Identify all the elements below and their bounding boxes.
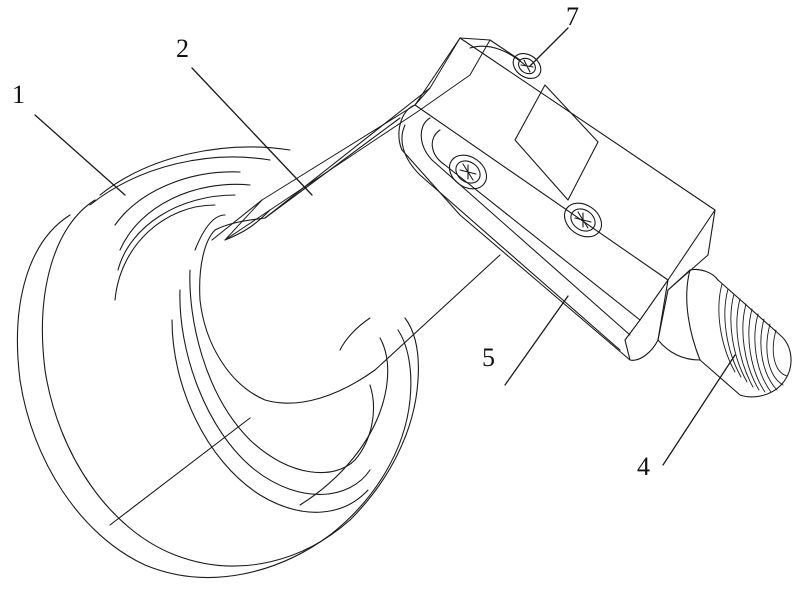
label-part-2: 2 xyxy=(176,36,189,62)
label-part-4: 4 xyxy=(637,454,650,480)
threaded-connector xyxy=(658,269,791,396)
screw-top-7 xyxy=(508,48,545,83)
screw-front-right xyxy=(558,196,608,244)
leader-1 xyxy=(35,115,125,195)
leader-7 xyxy=(530,28,568,66)
label-part-5: 5 xyxy=(482,345,495,371)
leader-4 xyxy=(663,355,735,465)
leader-5 xyxy=(505,296,568,385)
label-part-1: 1 xyxy=(12,82,25,108)
shaft-column xyxy=(200,38,500,403)
leader-lines xyxy=(35,28,735,465)
label-part-7: 7 xyxy=(566,4,579,30)
screw-front-left xyxy=(443,148,493,196)
leader-2 xyxy=(192,68,312,195)
roller-wheel xyxy=(17,147,418,577)
